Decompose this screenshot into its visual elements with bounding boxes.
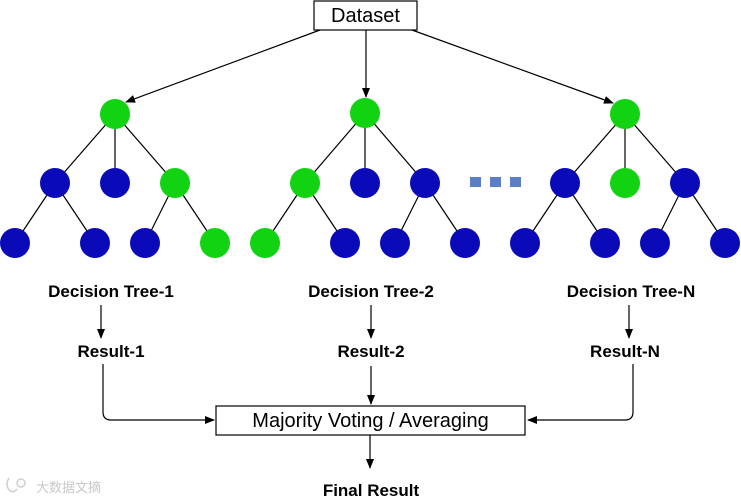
aggregation-node: Majority Voting / Averaging xyxy=(215,405,526,436)
tree-node-blue xyxy=(40,168,70,198)
decision-tree-1 xyxy=(0,99,230,258)
tree-node-blue xyxy=(510,228,540,258)
watermark-text: 大数据文摘 xyxy=(36,480,101,495)
tree-node-blue xyxy=(410,168,440,198)
watermark-logo-icon xyxy=(6,477,26,493)
final-result-label: Final Result xyxy=(323,481,420,500)
arrow-to-tree-n xyxy=(411,29,614,104)
dataset-arrows xyxy=(125,29,614,104)
tree-node-blue xyxy=(330,228,360,258)
result-label-2: Result-2 xyxy=(337,342,404,361)
aggregation-label: Majority Voting / Averaging xyxy=(252,410,488,432)
decision-tree-2 xyxy=(250,98,480,258)
tree-node-blue xyxy=(0,228,30,258)
tree-node-green xyxy=(610,99,640,129)
tree-node-blue xyxy=(380,228,410,258)
result-label-n: Result-N xyxy=(590,342,660,361)
tree-node-green xyxy=(250,228,280,258)
tree-node-green xyxy=(610,168,640,198)
watermark: 大数据文摘 xyxy=(6,477,101,495)
tree-node-blue xyxy=(350,168,380,198)
tree-node-blue xyxy=(550,168,580,198)
result-label-1: Result-1 xyxy=(77,342,144,361)
tree-node-blue xyxy=(590,228,620,258)
arrow-to-tree-1 xyxy=(125,29,321,103)
decision-tree-n xyxy=(510,99,740,258)
tree-label-2: Decision Tree-2 xyxy=(308,282,434,301)
tree-node-green xyxy=(290,168,320,198)
tree-node-blue xyxy=(710,228,740,258)
tree-node-blue xyxy=(130,228,160,258)
tree-node-blue xyxy=(450,228,480,258)
dataset-label: Dataset xyxy=(331,5,400,27)
tree-node-green xyxy=(100,99,130,129)
tree-node-blue xyxy=(670,168,700,198)
tree-node-green xyxy=(200,228,230,258)
ellipsis-icon xyxy=(470,177,521,187)
tree-node-blue xyxy=(100,168,130,198)
result-aggregate-arrows xyxy=(102,364,634,424)
tree-node-blue xyxy=(640,228,670,258)
tree-node-green xyxy=(160,168,190,198)
tree-label-1: Decision Tree-1 xyxy=(48,282,174,301)
dataset-node: Dataset xyxy=(313,0,418,31)
tree-node-blue xyxy=(80,228,110,258)
tree-label-n: Decision Tree-N xyxy=(567,282,696,301)
tree-node-green xyxy=(350,98,380,128)
tree-result-arrows xyxy=(97,305,633,339)
